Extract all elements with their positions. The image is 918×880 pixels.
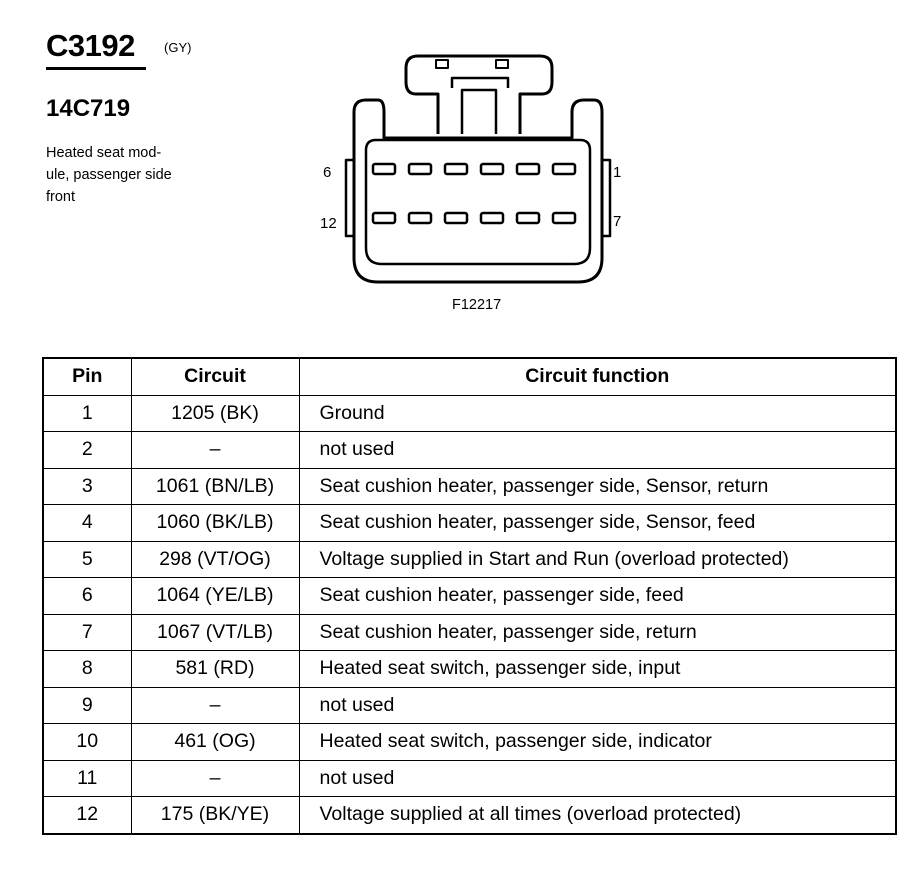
circuit-cell: 1067 (VT/LB) bbox=[130, 613, 300, 651]
connector-id: C3192 bbox=[46, 28, 135, 63]
table-row: 9–not used bbox=[42, 686, 897, 724]
header-circuit: Circuit bbox=[130, 357, 300, 396]
header-circuit-function: Circuit function bbox=[298, 357, 897, 396]
circuit-function-cell: not used bbox=[298, 686, 897, 724]
circuit-cell: – bbox=[130, 431, 300, 469]
pin-cell: 7 bbox=[42, 613, 132, 651]
pin-label-top-right: 1 bbox=[613, 164, 621, 181]
connector-id-underline bbox=[46, 67, 146, 70]
circuit-cell: 1061 (BN/LB) bbox=[130, 467, 300, 505]
connector-housing bbox=[352, 140, 604, 284]
pin-cell: 10 bbox=[42, 723, 132, 761]
pin-cell: 9 bbox=[42, 686, 132, 724]
locking-tab bbox=[404, 54, 554, 134]
circuit-cell: 175 (BK/YE) bbox=[130, 796, 300, 834]
connector-color-code: (GY) bbox=[164, 40, 192, 55]
circuit-function-cell: Seat cushion heater, passenger side, ret… bbox=[298, 613, 897, 651]
circuit-function-cell: Seat cushion heater, passenger side, fee… bbox=[298, 577, 897, 615]
circuit-function-cell: not used bbox=[298, 431, 897, 469]
pin-cell: 2 bbox=[42, 431, 132, 469]
pin-label-bottom-right: 7 bbox=[613, 213, 621, 230]
pin-label-bottom-left: 12 bbox=[320, 215, 337, 232]
circuit-function-cell: Heated seat switch, passenger side, inpu… bbox=[298, 650, 897, 688]
circuit-cell: – bbox=[130, 759, 300, 797]
figure-id: F12217 bbox=[452, 297, 501, 313]
pin-cell: 1 bbox=[42, 394, 132, 432]
pin-cell: 8 bbox=[42, 650, 132, 688]
circuit-cell: 1205 (BK) bbox=[130, 394, 300, 432]
pin-cell: 11 bbox=[42, 759, 132, 797]
pin-cell: 3 bbox=[42, 467, 132, 505]
table-row: 11–not used bbox=[42, 759, 897, 797]
circuit-cell: 581 (RD) bbox=[130, 650, 300, 688]
circuit-cell: 298 (VT/OG) bbox=[130, 540, 300, 578]
pin-cavities bbox=[371, 162, 577, 225]
circuit-cell: 1064 (YE/LB) bbox=[130, 577, 300, 615]
circuit-function-cell: Ground bbox=[298, 394, 897, 432]
table-header-row: Pin Circuit Circuit function bbox=[42, 357, 897, 396]
pin-cell: 6 bbox=[42, 577, 132, 615]
circuit-cell: 461 (OG) bbox=[130, 723, 300, 761]
circuit-cell: – bbox=[130, 686, 300, 724]
part-number: 14C719 bbox=[46, 95, 131, 122]
pin-label-top-left: 6 bbox=[323, 164, 331, 181]
circuit-function-cell: Seat cushion heater, passenger side, Sen… bbox=[298, 467, 897, 505]
header-pin: Pin bbox=[42, 357, 132, 396]
pin-cell: 4 bbox=[42, 504, 132, 542]
connector-face-diagram: 6 1 12 7 F12217 bbox=[320, 54, 621, 313]
circuit-function-cell: Voltage supplied in Start and Run (overl… bbox=[298, 540, 897, 578]
pin-cell: 12 bbox=[42, 796, 132, 834]
circuit-function-cell: not used bbox=[298, 759, 897, 797]
circuit-function-cell: Voltage supplied at all times (overload … bbox=[298, 796, 897, 834]
table-row: 2–not used bbox=[42, 431, 897, 469]
pin-cell: 5 bbox=[42, 540, 132, 578]
circuit-function-cell: Heated seat switch, passenger side, indi… bbox=[298, 723, 897, 761]
circuit-function-cell: Seat cushion heater, passenger side, Sen… bbox=[298, 504, 897, 542]
circuit-cell: 1060 (BK/LB) bbox=[130, 504, 300, 542]
connector-description: Heated seat mod- ule, passenger side fro… bbox=[46, 145, 172, 205]
